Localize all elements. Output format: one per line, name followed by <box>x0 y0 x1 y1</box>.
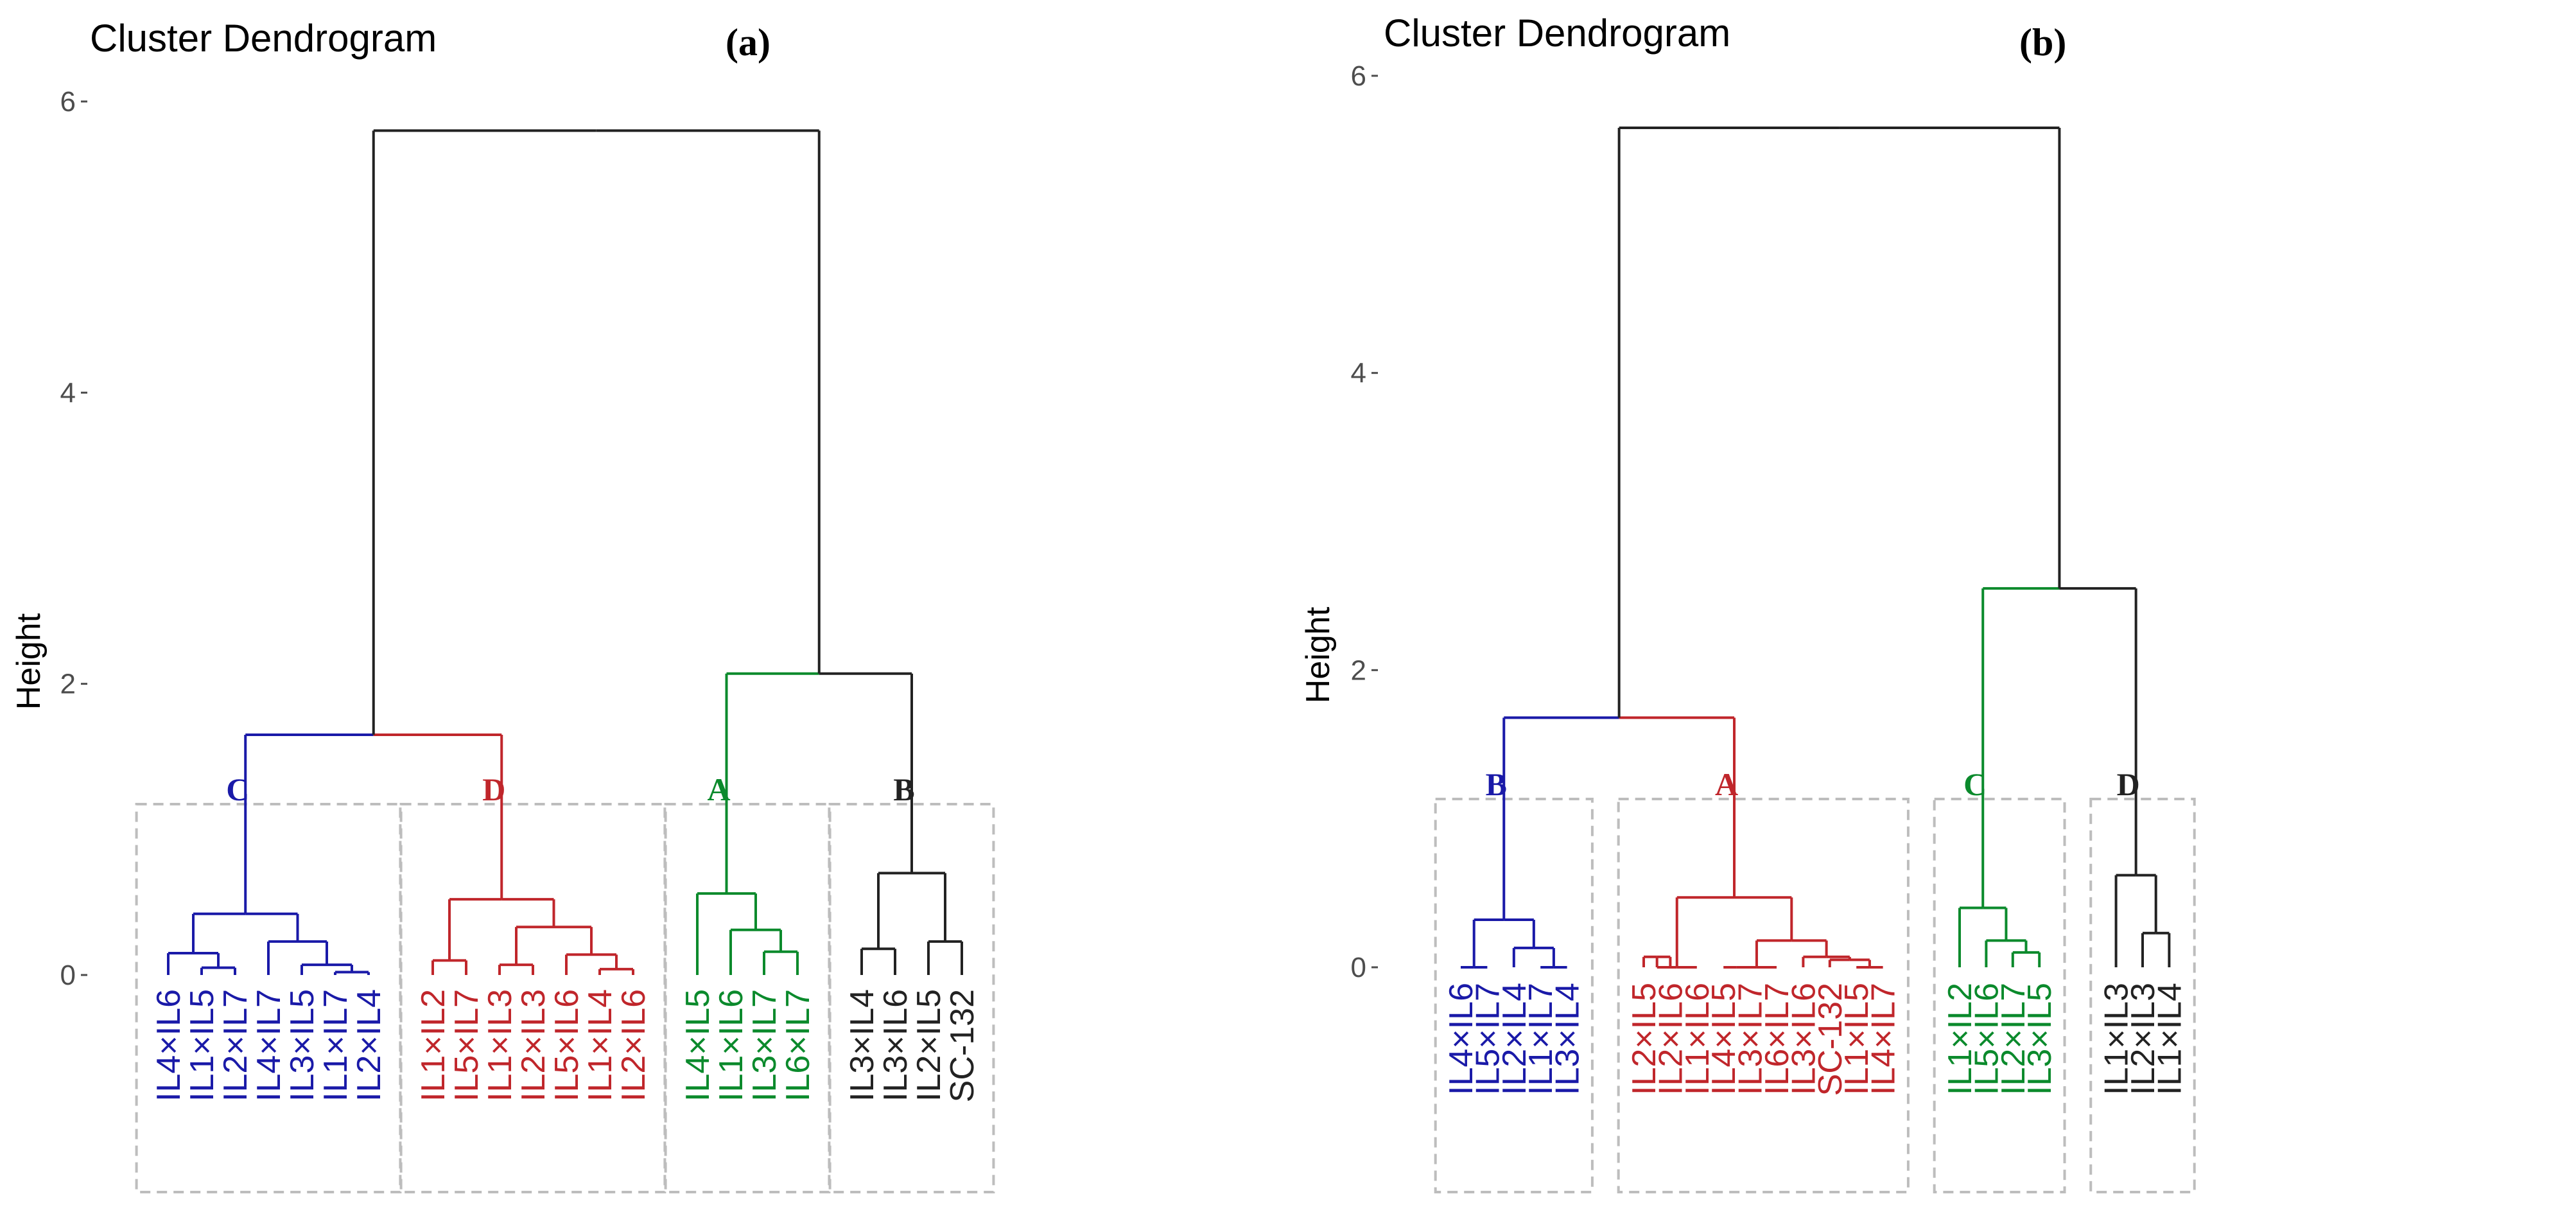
leaf-label: IL3×IL6 <box>1785 983 1822 1095</box>
y-tick-label: 4 <box>1351 358 1366 389</box>
leaf-label: SC-132 <box>944 989 981 1102</box>
leaf-label: IL4×IL7 <box>1865 983 1902 1095</box>
panel-a-plot: 0246IL4×IL6IL1×IL5IL2×IL7IL4×IL7IL3×IL5I… <box>60 86 995 1193</box>
cluster-letter: D <box>2117 766 2140 802</box>
leaf-label: IL4×IL5 <box>1705 983 1743 1095</box>
cluster-letter: B <box>893 771 914 807</box>
cluster-box <box>1617 798 1910 1193</box>
leaf-label: IL2×IL4 <box>1496 983 1533 1095</box>
leaf-label: IL1×IL6 <box>1679 983 1716 1095</box>
panel-a-ylabel: Height <box>10 613 48 710</box>
leaf-label: IL5×IL6 <box>1968 983 2005 1095</box>
leaf-label: IL6×IL7 <box>779 989 817 1102</box>
leaf-label: IL3×IL4 <box>1549 983 1587 1095</box>
y-tick-label: 0 <box>60 960 76 991</box>
leaf-label: IL3×IL7 <box>1732 983 1770 1095</box>
leaf-label: IL5×IL7 <box>1469 983 1506 1095</box>
leaf-label: IL2×IL3 <box>2125 983 2162 1095</box>
leaf-label: IL1×IL5 <box>1838 983 1875 1095</box>
cluster-letter: B <box>1486 766 1507 802</box>
leaf-label: IL3×IL4 <box>844 989 881 1102</box>
leaf-label: IL1×IL4 <box>582 989 619 1102</box>
leaf-label: IL1×IL2 <box>1942 983 1979 1095</box>
leaf-label: IL1×IL2 <box>415 989 452 1102</box>
leaf-label: IL3×IL6 <box>877 989 914 1102</box>
leaf-label: IL3×IL7 <box>746 989 783 1102</box>
y-tick-label: 2 <box>60 669 76 700</box>
y-tick-label: 4 <box>60 377 76 408</box>
cluster-letter: A <box>1715 766 1738 802</box>
leaf-label: IL3×IL5 <box>284 989 321 1102</box>
leaf-label: IL6×IL7 <box>1759 983 1796 1095</box>
leaf-label: IL1×IL4 <box>2151 983 2188 1095</box>
leaf-label: SC-132 <box>1812 983 1849 1096</box>
leaf-label: IL5×IL6 <box>548 989 586 1102</box>
leaf-label: IL2×IL7 <box>217 989 254 1102</box>
y-tick-label: 0 <box>1351 952 1366 983</box>
leaf-label: IL4×IL6 <box>150 989 187 1102</box>
leaf-label: IL1×IL3 <box>2098 983 2136 1095</box>
leaf-label: IL2×IL6 <box>1652 983 1689 1095</box>
y-tick-label: 6 <box>1351 60 1366 92</box>
cluster-box <box>1933 798 2066 1193</box>
cluster-box <box>828 803 995 1193</box>
panel-b-title: Cluster Dendrogram <box>1384 12 1730 55</box>
panel-b-tag: (b) <box>2019 21 2066 64</box>
leaf-label: IL4×IL7 <box>250 989 288 1102</box>
panel-a-tag: (a) <box>726 21 770 64</box>
leaf-label: IL2×IL5 <box>910 989 948 1102</box>
y-tick-label: 2 <box>1351 654 1366 686</box>
leaf-label: IL5×IL7 <box>448 989 485 1102</box>
leaf-label: IL3×IL5 <box>2021 983 2058 1095</box>
leaf-label: IL2×IL5 <box>1626 983 1663 1095</box>
leaf-label: IL4×IL5 <box>679 989 717 1102</box>
panel-a-title: Cluster Dendrogram <box>90 17 437 60</box>
leaf-label: IL1×IL7 <box>317 989 354 1102</box>
leaf-label: IL2×IL4 <box>351 989 388 1102</box>
leaf-label: IL1×IL3 <box>482 989 519 1102</box>
leaf-label: IL4×IL6 <box>1443 983 1480 1095</box>
cluster-letter: C <box>226 771 249 807</box>
y-tick-label: 6 <box>60 86 76 118</box>
leaf-label: IL2×IL7 <box>1995 983 2032 1095</box>
cluster-letter: D <box>482 771 505 807</box>
cluster-letter: A <box>707 771 730 807</box>
leaf-label: IL1×IL6 <box>713 989 750 1102</box>
leaf-label: IL1×IL7 <box>1522 983 1560 1095</box>
cluster-box <box>2089 798 2196 1193</box>
leaf-label: IL2×IL3 <box>515 989 552 1102</box>
leaf-label: IL2×IL6 <box>615 989 652 1102</box>
leaf-label: IL1×IL5 <box>184 989 221 1102</box>
cluster-letter: C <box>1963 766 1987 802</box>
cluster-box <box>1434 798 1594 1193</box>
panel-b-ylabel: Height <box>1300 606 1337 703</box>
